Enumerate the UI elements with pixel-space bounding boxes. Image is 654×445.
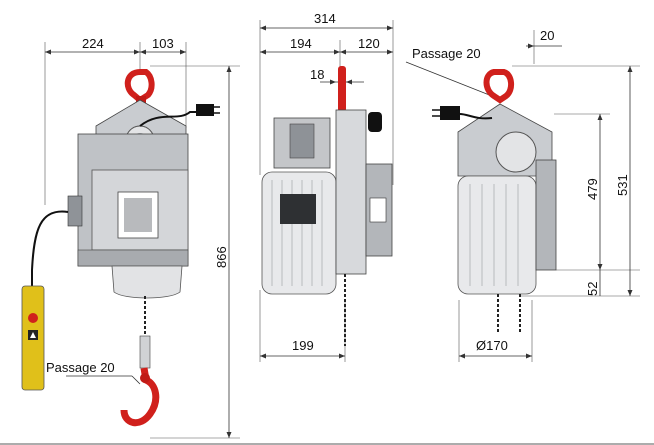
dim-479: 479	[585, 178, 600, 200]
dim-531: 531	[615, 174, 630, 196]
side-hook-icon	[338, 66, 346, 112]
dim-diameter-170: Ø170	[476, 338, 508, 353]
back-hook-icon	[483, 69, 514, 104]
dim-52: 52	[585, 282, 600, 296]
dim-194: 194	[290, 36, 312, 51]
dim-103: 103	[152, 36, 174, 51]
plug-icon	[196, 104, 220, 116]
passage-label-left: Passage 20	[46, 360, 115, 375]
dim-20: 20	[540, 28, 554, 43]
passage-label-right: Passage 20	[412, 46, 481, 61]
view-back: 20 Passage 20 479 531 52 Ø170	[405, 28, 640, 362]
view-side: 314 194 120 18 199	[259, 11, 394, 362]
dim-866: 866	[214, 246, 229, 268]
dim-199: 199	[292, 338, 314, 353]
bottom-hook-icon	[120, 367, 160, 427]
dim-224: 224	[82, 36, 104, 51]
dim-314: 314	[314, 11, 336, 26]
side-plug-icon	[368, 112, 382, 132]
view-front: 224 103 866	[21, 36, 240, 439]
back-plug-icon	[432, 106, 460, 120]
pendant-control-icon	[21, 285, 45, 391]
dim-18: 18	[310, 67, 324, 82]
dim-120: 120	[358, 36, 380, 51]
